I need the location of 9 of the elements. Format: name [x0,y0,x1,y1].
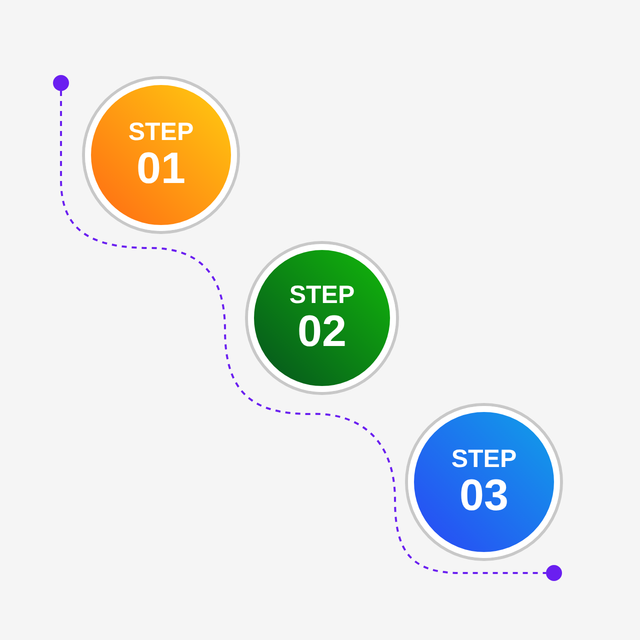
step-number: 02 [298,309,346,355]
step-label: STEP [289,281,355,309]
step-number: 03 [460,473,508,519]
start-dot [53,75,69,91]
dashed-path [60,91,546,574]
end-dot [546,565,562,581]
step-label: STEP [451,445,517,473]
step-number: 01 [136,146,186,192]
step-label: STEP [128,118,194,146]
